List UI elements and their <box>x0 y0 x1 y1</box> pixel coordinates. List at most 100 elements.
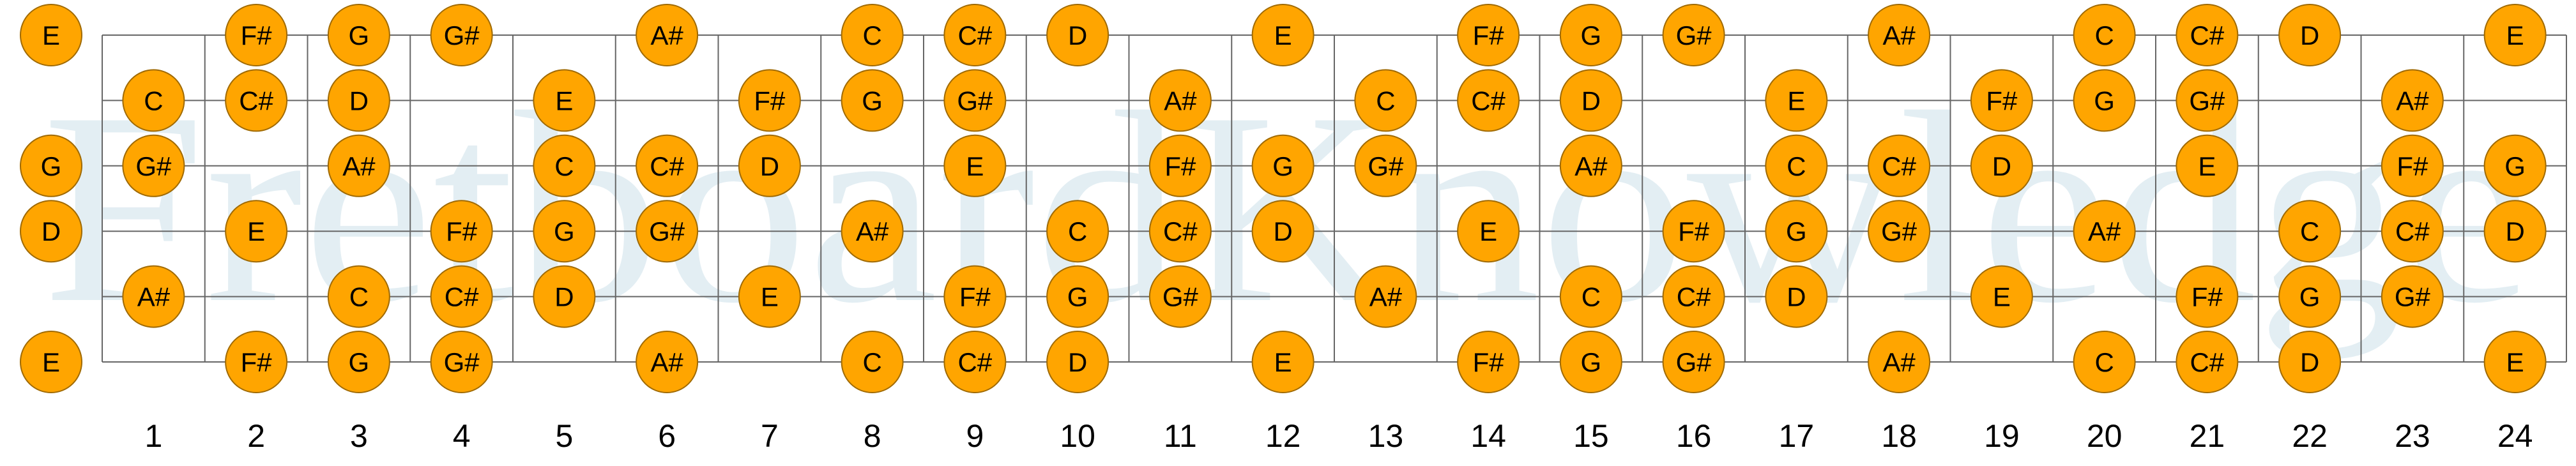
note-label: C# <box>2395 216 2430 246</box>
note-circle <box>1457 4 1520 66</box>
note-string-3-fret-1: G# <box>122 134 185 197</box>
note-string-6-fret-20: C <box>2073 331 2136 393</box>
note-circle <box>1046 200 1109 263</box>
note-string-1-fret-18: A# <box>1868 4 1931 66</box>
note-circle <box>122 134 185 197</box>
note-circle <box>533 200 596 263</box>
note-string-6-fret-21: C# <box>2176 331 2239 393</box>
note-circle <box>2381 265 2444 328</box>
note-string-5-fret-7: E <box>738 265 801 328</box>
note-string-1-fret-3: G <box>327 4 390 66</box>
note-label: E <box>555 86 573 116</box>
note-string-6-fret-3: G <box>327 331 390 393</box>
note-circle <box>2278 200 2342 263</box>
note-string-4-fret-18: G# <box>1868 200 1931 263</box>
note-string-5-fret-4: C# <box>430 265 493 328</box>
note-string-6-fret-16: G# <box>1662 331 1725 393</box>
note-label: G <box>41 151 62 181</box>
note-string-1-fret-16: G# <box>1662 4 1725 66</box>
note-circle <box>2278 4 2342 66</box>
fret-number: 24 <box>2497 418 2533 454</box>
note-circle <box>943 265 1007 328</box>
open-note-string-3: G <box>20 134 82 197</box>
note-label: E <box>42 347 60 377</box>
fret-number: 3 <box>350 418 368 454</box>
note-label: F# <box>2191 282 2223 312</box>
note-circle <box>327 265 390 328</box>
note-label: C# <box>958 20 993 50</box>
fret-number: 9 <box>966 418 984 454</box>
note-circle <box>327 331 390 393</box>
note-string-3-fret-15: A# <box>1559 134 1622 197</box>
note-circle <box>2073 4 2136 66</box>
note-string-1-fret-15: G <box>1559 4 1622 66</box>
note-label: E <box>761 282 779 312</box>
note-label: G <box>1581 347 1602 377</box>
note-circle <box>225 200 288 263</box>
note-label: C <box>349 282 369 312</box>
open-note-string-6: E <box>20 331 82 393</box>
note-circle <box>636 200 699 263</box>
note-circle <box>943 69 1007 132</box>
note-string-2-fret-19: F# <box>1970 69 2033 132</box>
note-circle <box>1662 4 1725 66</box>
note-string-2-fret-20: G <box>2073 69 2136 132</box>
note-string-4-fret-11: C# <box>1148 200 1212 263</box>
note-label: C <box>554 151 574 181</box>
note-string-2-fret-1: C <box>122 69 185 132</box>
note-label: F# <box>446 216 478 246</box>
note-label: C# <box>958 347 993 377</box>
note-string-1-fret-14: F# <box>1457 4 1520 66</box>
note-string-2-fret-11: A# <box>1148 69 1212 132</box>
note-circle <box>1559 134 1622 197</box>
note-circle <box>2278 265 2342 328</box>
note-label: G <box>349 347 370 377</box>
note-label: C# <box>650 151 684 181</box>
note-string-6-fret-2: F# <box>225 331 288 393</box>
note-label: G <box>862 86 883 116</box>
note-label: D <box>1787 282 1806 312</box>
note-string-6-fret-12: E <box>1251 331 1315 393</box>
note-string-6-fret-22: D <box>2278 331 2342 393</box>
note-circle <box>738 134 801 197</box>
note-circle <box>636 331 699 393</box>
fret-number: 18 <box>1881 418 1917 454</box>
note-string-6-fret-24: E <box>2483 331 2547 393</box>
note-label: G <box>2299 282 2321 312</box>
note-string-4-fret-12: D <box>1251 200 1315 263</box>
note-circle <box>2381 200 2444 263</box>
note-circle <box>1251 200 1315 263</box>
note-circle <box>1457 331 1520 393</box>
note-string-3-fret-19: D <box>1970 134 2033 197</box>
notes-layer: E F# G G# A# C C# D E F# G G# A# C C# D E C C# D E F# G G# A# C C#… <box>20 4 2547 393</box>
note-string-1-fret-12: E <box>1251 4 1315 66</box>
note-label: G <box>2094 86 2115 116</box>
note-string-1-fret-6: A# <box>636 4 699 66</box>
note-circle <box>738 265 801 328</box>
note-label: A# <box>1882 20 1916 50</box>
note-label: C# <box>2190 347 2225 377</box>
note-circle <box>225 4 288 66</box>
note-string-3-fret-24: G <box>2483 134 2547 197</box>
note-circle <box>1662 265 1725 328</box>
note-label: G# <box>444 20 480 50</box>
note-circle <box>943 134 1007 197</box>
note-string-6-fret-4: G# <box>430 331 493 393</box>
note-label: C# <box>1882 151 1916 181</box>
note-circle <box>841 69 904 132</box>
note-string-5-fret-10: G <box>1046 265 1109 328</box>
note-string-4-fret-23: C# <box>2381 200 2444 263</box>
note-string-3-fret-21: E <box>2176 134 2239 197</box>
fret-number: 19 <box>1984 418 2020 454</box>
note-circle <box>20 331 82 393</box>
note-circle <box>1868 200 1931 263</box>
note-string-5-fret-9: F# <box>943 265 1007 328</box>
note-circle <box>225 331 288 393</box>
note-label: E <box>42 20 60 50</box>
note-label: C <box>2094 20 2114 50</box>
fret-number: 23 <box>2395 418 2430 454</box>
note-string-1-fret-4: G# <box>430 4 493 66</box>
note-label: G# <box>1676 347 1712 377</box>
fret-number: 20 <box>2087 418 2123 454</box>
note-string-3-fret-12: G <box>1251 134 1315 197</box>
